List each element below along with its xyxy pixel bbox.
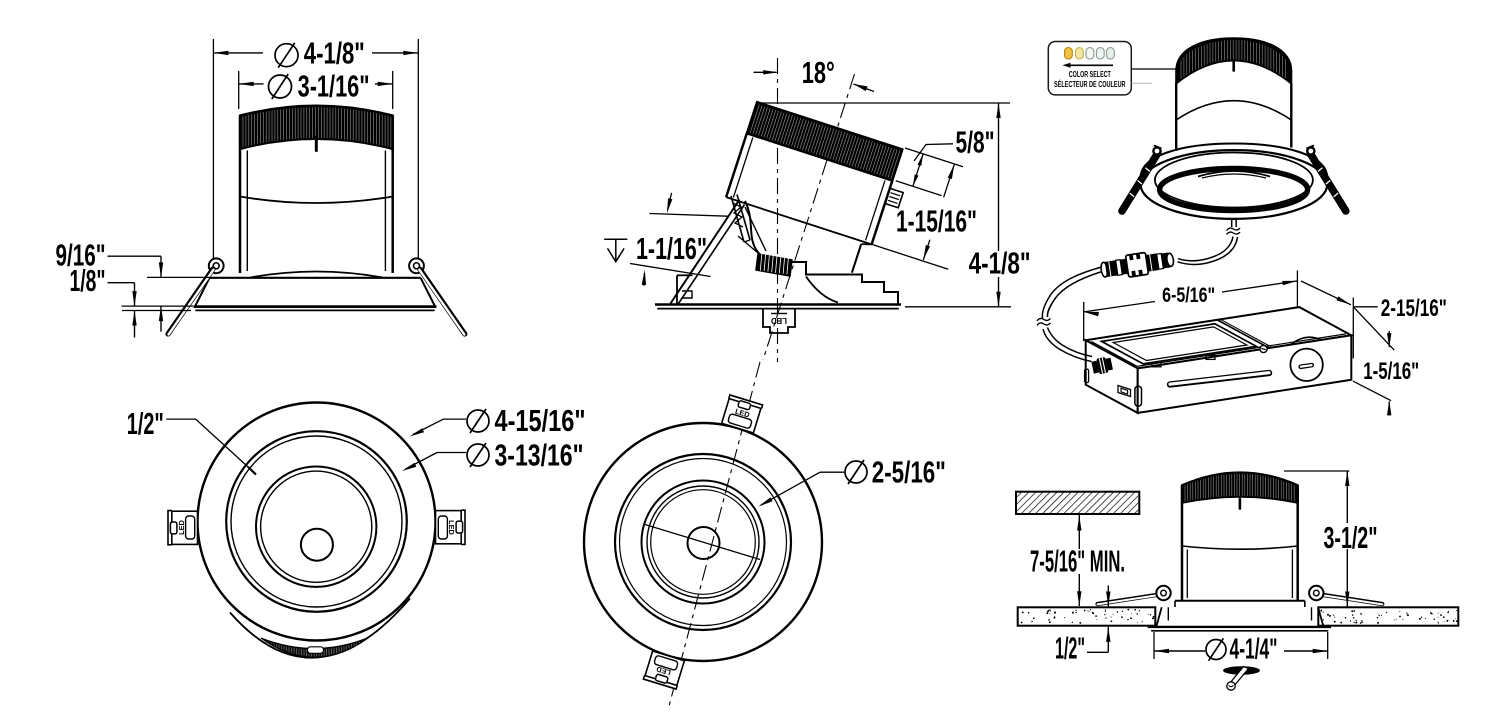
svg-text:3-13/16": 3-13/16" xyxy=(495,438,584,473)
svg-text:2-15/16": 2-15/16" xyxy=(1381,295,1447,322)
svg-text:1-15/16": 1-15/16" xyxy=(896,204,977,239)
svg-text:COLOR SELECT: COLOR SELECT xyxy=(1069,70,1111,79)
svg-text:LED: LED xyxy=(734,407,751,420)
svg-text:1/2": 1/2" xyxy=(127,406,164,441)
svg-text:5/8": 5/8" xyxy=(956,125,995,160)
svg-text:7-5/16" MIN.: 7-5/16" MIN. xyxy=(1030,544,1125,579)
svg-text:4-1/8": 4-1/8" xyxy=(304,36,365,71)
svg-text:9/16": 9/16" xyxy=(56,238,106,273)
svg-text:LED: LED xyxy=(177,519,186,534)
svg-text:1-5/16": 1-5/16" xyxy=(1363,358,1419,385)
svg-text:LED: LED xyxy=(447,520,456,535)
svg-text:1/8": 1/8" xyxy=(70,263,106,298)
svg-text:3-1/2": 3-1/2" xyxy=(1324,520,1378,555)
svg-text:18°: 18° xyxy=(802,55,835,90)
svg-text:2-5/16": 2-5/16" xyxy=(872,455,946,490)
svg-text:4-1/4": 4-1/4" xyxy=(1230,634,1278,666)
svg-text:1-1/16": 1-1/16" xyxy=(636,231,707,266)
svg-text:LED: LED xyxy=(771,316,787,326)
svg-text:4-1/8": 4-1/8" xyxy=(969,246,1031,281)
svg-text:4-15/16": 4-15/16" xyxy=(495,403,586,438)
svg-text:1/2": 1/2" xyxy=(1055,631,1085,666)
svg-text:6-5/16": 6-5/16" xyxy=(1162,284,1215,307)
svg-text:SÉLECTEUR DE COULEUR: SÉLECTEUR DE COULEUR xyxy=(1054,80,1126,89)
svg-text:LED: LED xyxy=(655,664,672,677)
svg-text:3-1/16": 3-1/16" xyxy=(298,69,370,104)
